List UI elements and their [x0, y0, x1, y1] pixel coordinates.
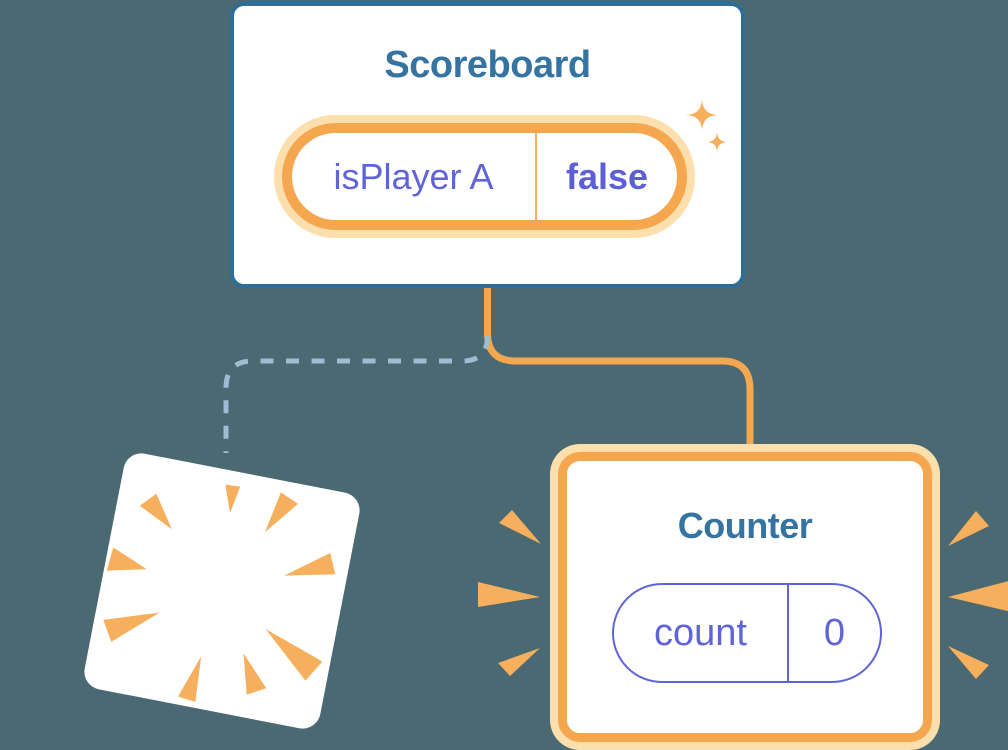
burst-rays [103, 484, 336, 702]
counter-title: Counter [677, 505, 813, 546]
counter-state-label: count [654, 611, 747, 654]
scoreboard-state-pill: isPlayer A false [282, 123, 687, 230]
counter-pill-divider [787, 585, 789, 681]
emphasis-marks-right-icon [948, 511, 1008, 679]
emphasis-marks-left-icon [478, 510, 541, 676]
counter-component-card: Counter count 0 [558, 452, 932, 742]
sparkles-icon [685, 98, 728, 153]
sparkle-large [685, 98, 719, 132]
sparkle-small [706, 131, 728, 153]
destroyed-component-burst-icon [84, 453, 360, 729]
destroyed-card [84, 453, 360, 729]
scoreboard-state-value: false [565, 155, 649, 197]
counter-state-value: 0 [823, 611, 846, 654]
scoreboard-state-label: isPlayer A [333, 155, 494, 197]
connector-dashed-line [223, 335, 490, 453]
scoreboard-pill-divider [535, 133, 537, 220]
scoreboard-component-card: Scoreboard isPlayer A false [230, 2, 745, 288]
connector-solid-line [484, 284, 754, 456]
scoreboard-title: Scoreboard [384, 44, 591, 86]
counter-state-pill: count 0 [612, 583, 882, 683]
